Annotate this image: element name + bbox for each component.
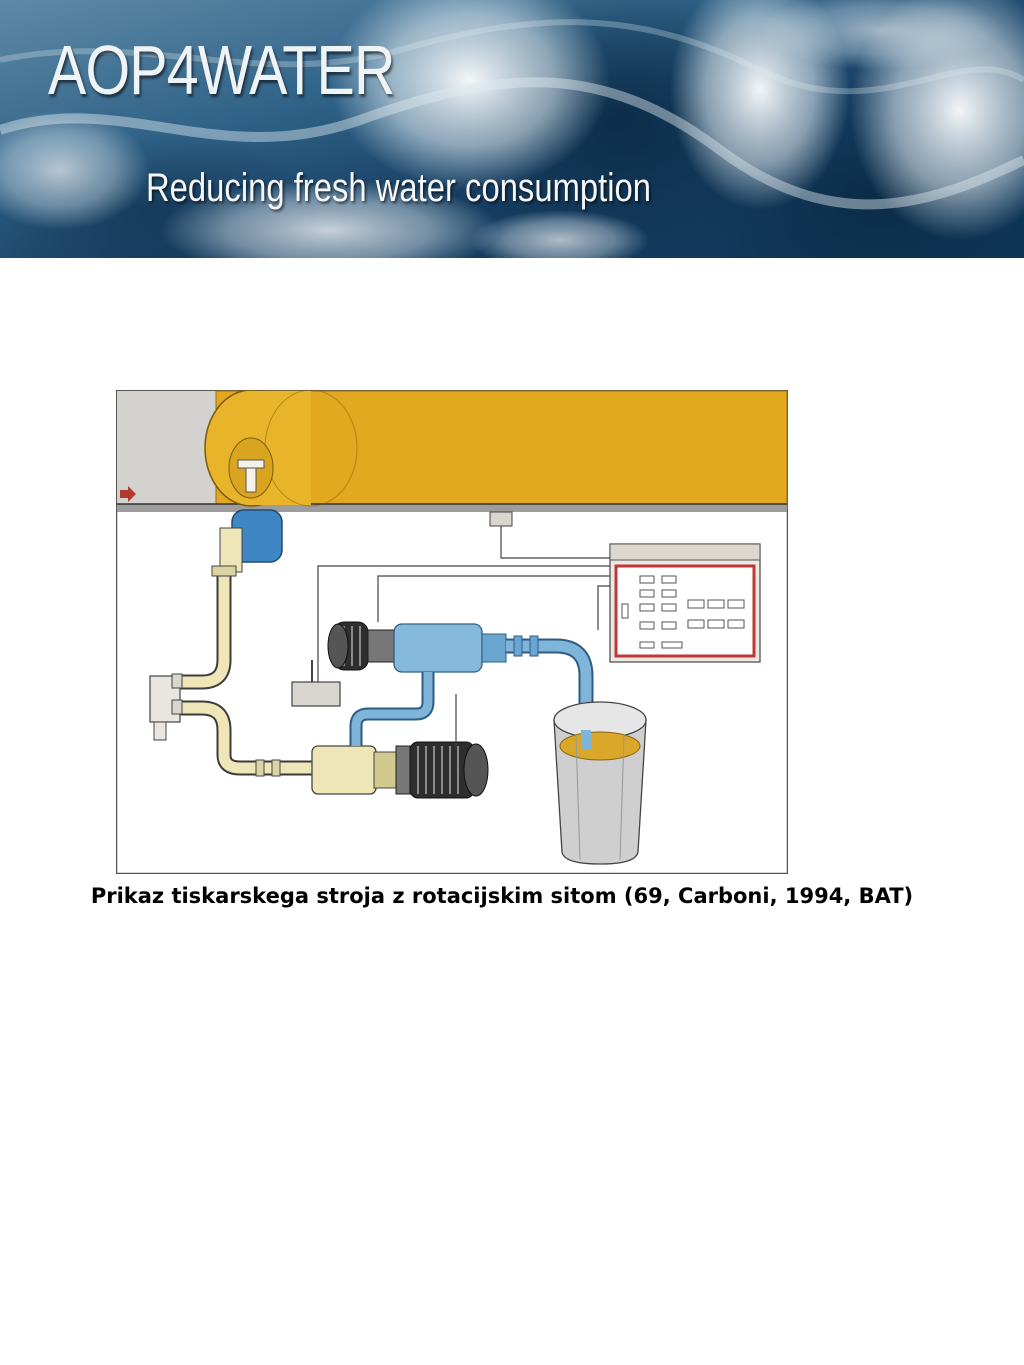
machine-bed bbox=[117, 391, 217, 509]
header-banner: AOP4WATER Reducing fresh water consumpti… bbox=[0, 0, 1024, 258]
machine-rail bbox=[117, 504, 787, 512]
direction-arrow-icon bbox=[120, 486, 136, 502]
figure-caption: Prikaz tiskarskega stroja z rotacijskim … bbox=[90, 884, 914, 908]
rail-sensor bbox=[489, 511, 513, 527]
rotary-screen-illustration bbox=[116, 390, 788, 874]
blue-pump bbox=[393, 623, 483, 673]
cream-pipe-lower bbox=[178, 702, 312, 774]
banner-subtitle: Reducing fresh water consumption bbox=[146, 166, 652, 210]
blue-pipe-connector bbox=[351, 672, 433, 746]
banner-title: AOP4WATER bbox=[48, 31, 395, 109]
blue-pipe-to-tank bbox=[506, 640, 592, 730]
tank-liquid bbox=[559, 731, 641, 761]
sensor-box bbox=[291, 681, 341, 707]
cream-pipe-upper bbox=[178, 572, 230, 688]
water-wave-image bbox=[0, 0, 1024, 258]
printing-machine-diagram bbox=[116, 390, 788, 874]
fabric-band bbox=[216, 391, 787, 509]
cream-pump bbox=[311, 745, 377, 795]
